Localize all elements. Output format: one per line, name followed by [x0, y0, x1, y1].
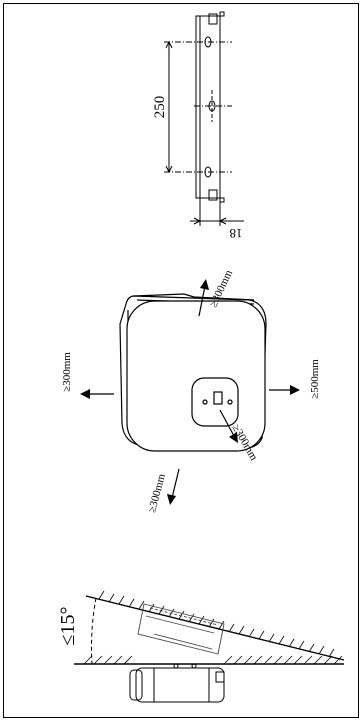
right-clearance-label: ≥500mm: [309, 359, 321, 399]
display-window: [213, 391, 223, 405]
bracket-plate: [195, 15, 221, 199]
diagram-frame: 250 18 ≥300mm ≥500mm ≥300mm ≥: [3, 3, 359, 718]
mounting-bracket-drawing: [164, 11, 244, 226]
tilted-surface: [85, 595, 345, 661]
tilt-mounting-drawing: [74, 590, 345, 703]
bracket-tab-top: [208, 13, 218, 25]
tilted-inverter-outline: [137, 603, 225, 655]
top-clearance-arrow: [198, 285, 206, 317]
tilt-angle-arc: [91, 597, 97, 665]
tilt-angle-label: ≤15°: [57, 607, 79, 646]
indicator-led: [202, 399, 208, 405]
bracket-depth-label: 18: [230, 226, 243, 241]
installation-diagram: 250 18 ≥300mm ≥500mm ≥300mm ≥: [57, 11, 345, 703]
bottom-clearance-arrow: [171, 468, 180, 499]
inverter-front-cover: [126, 300, 266, 452]
inverter-top-view: [119, 293, 267, 452]
clearance-arrows: [80, 279, 300, 505]
bracket-tab-bottom: [208, 189, 218, 201]
display-panel: [191, 377, 239, 427]
front-clearance-arrow: [219, 409, 235, 437]
left-clearance-label: ≥300mm: [61, 352, 73, 392]
bottom-clearance-label: ≥300mm: [146, 472, 168, 514]
hole-spacing-label: 250: [152, 96, 168, 119]
wall-mounted-inverter: [129, 663, 225, 703]
